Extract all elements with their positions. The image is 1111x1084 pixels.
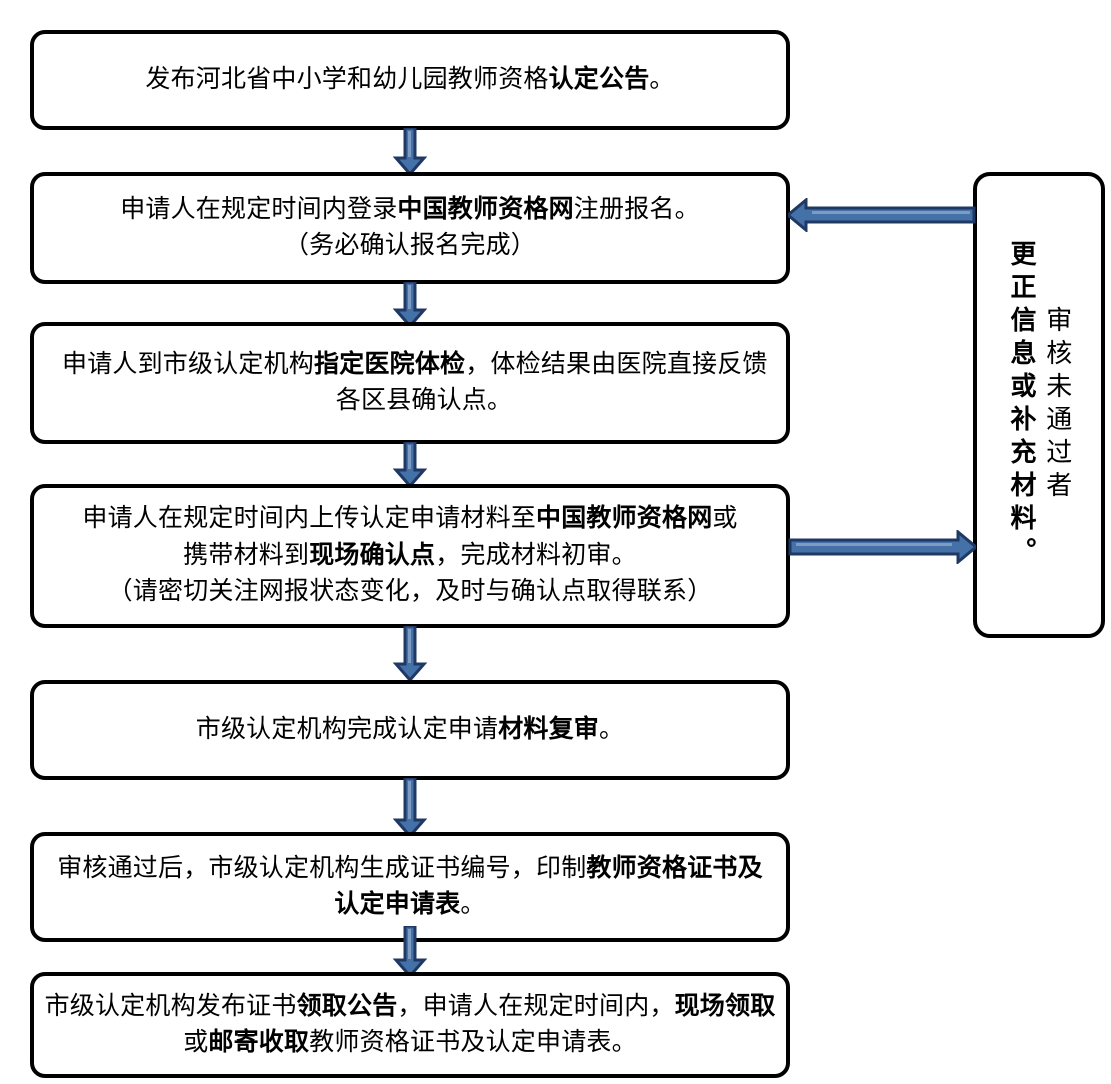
side-box-rework[interactable]: 审核未通过者 更正信息或补充材料。 — [973, 172, 1105, 638]
body-text: ，申请人在规定时间内， — [397, 992, 675, 1020]
emphasis-text: 教师资格证书及 — [586, 854, 763, 882]
step-6-line-2: 认定申请表。 — [334, 887, 485, 924]
emphasis-text: 认定公告 — [548, 65, 650, 93]
step-3-line-2: 各区县确认点。 — [336, 383, 512, 420]
body-text: 申请人在规定时间内上传认定申请材料至 — [82, 505, 536, 533]
body-text: 申请人在规定时间内登录 — [120, 195, 398, 223]
body-text: 注册报名。 — [573, 195, 700, 223]
emphasis-text: 认定申请表 — [334, 891, 461, 918]
body-text: 教师资格证书及认定申请表。 — [309, 1029, 637, 1056]
body-text: 。 — [460, 891, 486, 918]
emphasis-text: 现场领取 — [674, 992, 776, 1020]
flow-step-7[interactable]: 市级认定机构发布证书领取公告，申请人在规定时间内，现场领取 或邮寄收取教师资格证… — [30, 972, 790, 1078]
step-5-line-1: 市级认定机构完成认定申请材料复审。 — [196, 712, 624, 749]
arrow-step5-to-step6 — [393, 778, 427, 838]
body-text: 审核通过后，市级认定机构生成证书编号，印制 — [57, 854, 587, 882]
arrow-side-to-step2 — [788, 198, 976, 232]
step-4-line-1: 申请人在规定时间内上传认定申请材料至中国教师资格网或 — [82, 501, 737, 538]
emphasis-text: 邮寄收取 — [208, 1029, 310, 1056]
flow-step-6[interactable]: 审核通过后，市级认定机构生成证书编号，印制教师资格证书及 认定申请表。 — [30, 832, 790, 942]
emphasis-text: 指定医院体检 — [314, 350, 466, 378]
body-text: 。 — [599, 715, 625, 743]
emphasis-text: 现场确认点 — [309, 541, 436, 569]
body-text: （请密切关注网报状态变化，及时与确认点取得联系） — [107, 578, 713, 606]
side-box-column-2: 更正信息或补充材料。 — [1007, 240, 1036, 570]
body-text: 各区县确认点。 — [335, 387, 513, 414]
body-text: ，完成材料初审。 — [435, 541, 637, 569]
arrow-step3-to-step4 — [393, 442, 427, 488]
body-text: 携带材料到 — [183, 541, 310, 569]
arrow-step4-to-step5 — [393, 626, 427, 682]
step-1-line-1: 发布河北省中小学和幼儿园教师资格认定公告。 — [145, 62, 674, 99]
flow-step-3[interactable]: 申请人到市级认定机构指定医院体检，体检结果由医院直接反馈 各区县确认点。 — [30, 322, 790, 444]
body-text: 市级认定机构完成认定申请 — [195, 715, 499, 743]
arrow-step4-to-side — [788, 530, 976, 564]
body-text: 。 — [649, 65, 675, 93]
step-6-line-1: 审核通过后，市级认定机构生成证书编号，印制教师资格证书及 — [57, 851, 763, 888]
flow-step-5[interactable]: 市级认定机构完成认定申请材料复审。 — [30, 680, 790, 780]
step-3-line-1: 申请人到市级认定机构指定医院体检，体检结果由医院直接反馈 — [62, 347, 768, 384]
body-text: 发布河北省中小学和幼儿园教师资格 — [145, 65, 549, 93]
flow-step-1[interactable]: 发布河北省中小学和幼儿园教师资格认定公告。 — [30, 30, 790, 130]
body-text: （务必确认报名完成） — [283, 232, 536, 259]
emphasis-text: 领取公告 — [296, 992, 398, 1020]
flow-step-4[interactable]: 申请人在规定时间内上传认定申请材料至中国教师资格网或 携带材料到现场确认点，完成… — [30, 484, 790, 628]
body-text: 或 — [183, 1029, 209, 1056]
step-7-line-2: 或邮寄收取教师资格证书及认定申请表。 — [183, 1025, 637, 1062]
body-text: 市级认定机构发布证书 — [44, 992, 297, 1020]
step-2-line-1: 申请人在规定时间内登录中国教师资格网注册报名。 — [120, 192, 700, 229]
step-2-line-2: （务必确认报名完成） — [284, 228, 536, 265]
step-4-line-2: 携带材料到现场确认点，完成材料初审。 — [183, 538, 637, 575]
side-box-column-1: 审核未通过者 — [1042, 306, 1072, 504]
emphasis-text: 中国教师资格网 — [536, 505, 713, 533]
body-text: 或 — [712, 505, 738, 533]
emphasis-text: 材料复审 — [498, 715, 599, 743]
step-7-line-1: 市级认定机构发布证书领取公告，申请人在规定时间内，现场领取 — [45, 989, 776, 1026]
arrow-step1-to-step2 — [393, 128, 427, 176]
emphasis-text: 中国教师资格网 — [397, 195, 574, 223]
body-text: ，体检结果由医院直接反馈 — [465, 350, 768, 378]
flow-step-2[interactable]: 申请人在规定时间内登录中国教师资格网注册报名。 （务必确认报名完成） — [30, 172, 790, 284]
body-text: 申请人到市级认定机构 — [62, 350, 315, 378]
arrow-step6-to-step7 — [393, 926, 427, 978]
arrow-step2-to-step3 — [393, 282, 427, 328]
step-4-line-3: （请密切关注网报状态变化，及时与确认点取得联系） — [108, 574, 713, 611]
